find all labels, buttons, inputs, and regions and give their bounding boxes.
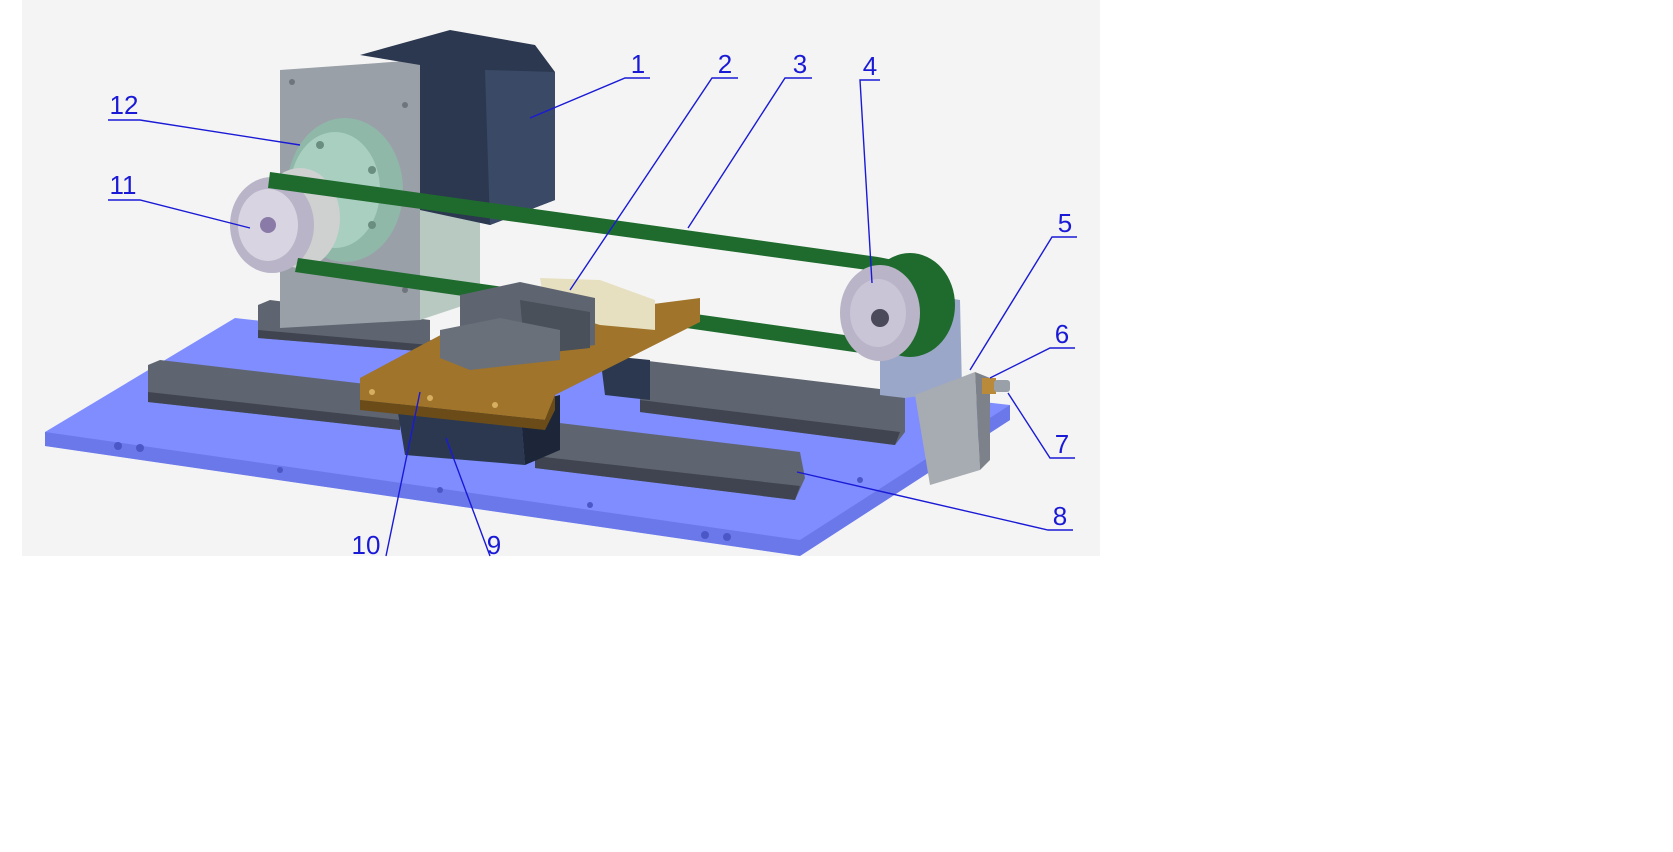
svg-text:9: 9	[487, 530, 501, 560]
svg-text:8: 8	[1053, 501, 1067, 531]
svg-text:3: 3	[793, 49, 807, 79]
adjust-screw	[994, 380, 1010, 392]
callout-4: 4	[859, 51, 880, 284]
svg-text:5: 5	[1058, 208, 1072, 238]
callout-8: 8	[796, 471, 1073, 531]
svg-text:1: 1	[631, 49, 645, 79]
svg-text:11: 11	[110, 170, 137, 200]
callout-5: 5	[969, 208, 1077, 371]
callout-10: 10	[352, 391, 421, 560]
callout-3: 3	[687, 49, 812, 229]
linear-rail	[148, 360, 805, 500]
callout-7: 7	[1007, 392, 1075, 459]
end-bracket	[915, 372, 990, 485]
callouts: 1 2 3 4 5 6 7 8	[108, 49, 1077, 560]
svg-text:12: 12	[110, 90, 139, 120]
svg-text:4: 4	[863, 51, 877, 81]
svg-text:7: 7	[1055, 429, 1069, 459]
limit-sensor	[982, 378, 996, 394]
callout-2: 2	[569, 49, 738, 291]
callout-6: 6	[989, 319, 1075, 379]
callout-9: 9	[445, 437, 501, 560]
svg-text:2: 2	[718, 49, 732, 79]
callout-1: 1	[529, 49, 650, 119]
svg-text:6: 6	[1055, 319, 1069, 349]
callout-12: 12	[108, 90, 301, 146]
belt-clamp	[440, 278, 655, 370]
stepper-motor	[360, 30, 555, 225]
svg-text:10: 10	[352, 530, 381, 560]
idler-pulley	[840, 253, 955, 361]
callout-11: 11	[108, 170, 251, 229]
